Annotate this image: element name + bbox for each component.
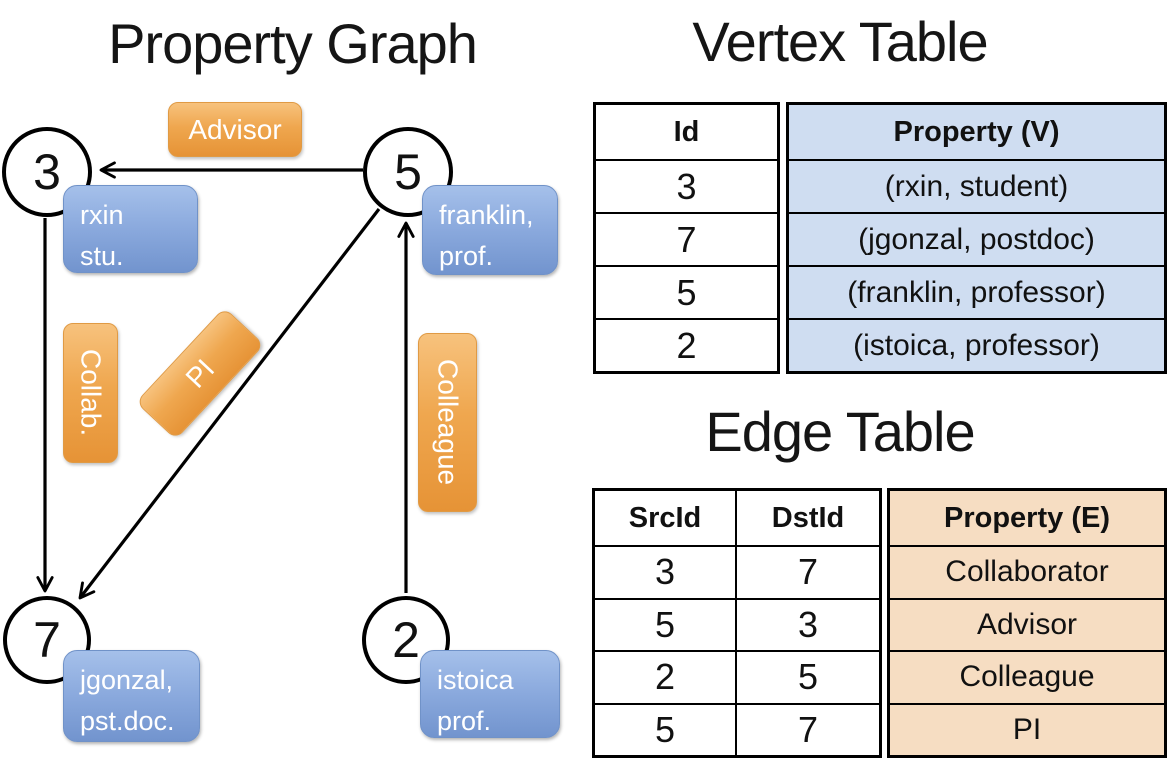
vertex-table-cell-property: (franklin, professor): [789, 265, 1164, 318]
graph-node-2: 2: [362, 596, 450, 684]
vertex-table-header-id: Id: [673, 115, 700, 148]
vertex-table-header-property: Property (V): [893, 115, 1060, 148]
edge-label-advisor: Advisor: [168, 102, 302, 157]
edge-table-cell-property: PI: [890, 702, 1164, 756]
edge-table-header-dstid: DstId: [771, 501, 845, 534]
edge-label-colleague-text: Colleague: [432, 359, 464, 486]
vertex-label-line: istoica: [437, 665, 514, 695]
vertex-label-line: jgonzal,: [80, 665, 174, 695]
edge-table-cell-dstid: 7: [737, 702, 879, 756]
vertex-label-istoica: istoica prof.: [420, 650, 560, 738]
edge-table-cell-dstid: 7: [737, 545, 879, 598]
edge-table-cell-srcid: 5: [595, 702, 737, 755]
edge-label-colleague: Colleague: [418, 333, 477, 512]
vertex-table-cell-id: 3: [596, 159, 777, 212]
edge-table-property-column: Property (E) Collaborator Advisor Collea…: [887, 488, 1167, 758]
edge-table-cell-dstid: 3: [737, 597, 879, 651]
vertex-label-line: pst.doc.: [80, 705, 175, 736]
property-graph-title: Property Graph: [108, 12, 478, 75]
edge-label-advisor-text: Advisor: [188, 113, 282, 145]
vertex-label-franklin: franklin, prof.: [422, 185, 558, 275]
vertex-table-id-column: Id 3 7 5 2: [593, 102, 780, 374]
edge-table-header-srcid: SrcId: [595, 491, 737, 545]
vertex-table-cell-property: (jgonzal, postdoc): [789, 212, 1164, 265]
edge-table-header-property: Property (E): [944, 501, 1110, 534]
edge-table-cell-srcid: 5: [595, 597, 737, 650]
vertex-table-cell-property: (istoica, professor): [789, 318, 1164, 371]
vertex-label-jgonzal: jgonzal, pst.doc.: [63, 650, 200, 742]
edge-table-cell-srcid: 2: [595, 650, 737, 703]
edge-pi-5-7: [78, 208, 381, 600]
edge-table-cell-property: Collaborator: [890, 545, 1164, 598]
vertex-label-line: franklin,: [439, 200, 534, 230]
vertex-table-cell-id: 2: [596, 318, 777, 371]
vertex-table-cell-property: (rxin, student): [789, 159, 1164, 212]
vertex-label-rxin: rxin stu.: [63, 185, 198, 273]
edge-table-title: Edge Table: [705, 400, 975, 463]
edge-label-collab-text: Collab.: [75, 349, 107, 437]
edge-table-cell-property: Colleague: [890, 650, 1164, 703]
edge-label-pi-text: PI: [179, 352, 220, 394]
edge-table-cell-property: Advisor: [890, 597, 1164, 651]
edge-label-collab: Collab.: [63, 323, 118, 463]
vertex-label-line: prof.: [439, 240, 494, 271]
graph-node-5: 5: [363, 127, 453, 217]
vertex-table-cell-id: 7: [596, 212, 777, 265]
vertex-table-property-column: Property (V) (rxin, student) (jgonzal, p…: [786, 102, 1167, 374]
edges-layer: [36, 161, 415, 600]
edge-table-id-columns: SrcId DstId 3 7 5 3 2 5 5 7: [592, 488, 882, 758]
edge-table-cell-srcid: 3: [595, 545, 737, 598]
vertex-label-line: stu.: [80, 240, 124, 271]
vertex-label-line: rxin: [80, 200, 124, 230]
vertex-table-title: Vertex Table: [692, 10, 988, 73]
vertex-table-cell-id: 5: [596, 265, 777, 318]
vertex-label-line: prof.: [437, 705, 492, 736]
edge-table-cell-dstid: 5: [737, 650, 879, 703]
